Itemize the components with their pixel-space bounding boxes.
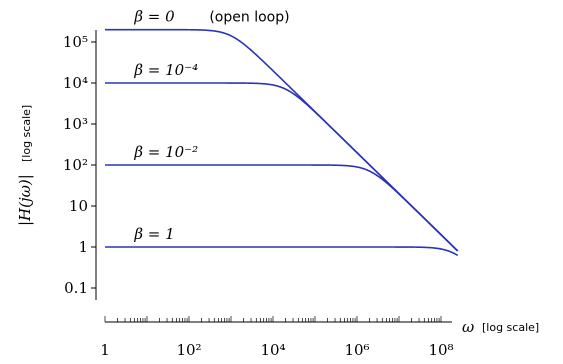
x-axis-note: [log scale] [482, 321, 539, 334]
series-label-1: β = 0 [133, 8, 175, 26]
x-tick-label: 10⁶ [344, 341, 369, 359]
y-tick-label: 10⁵ [63, 33, 88, 51]
series-line-4 [105, 246, 459, 257]
series-line-3 [105, 164, 459, 252]
series-labels: β = 0 (open loop) β = 10⁻⁴ β = 10⁻² β = 1 [133, 8, 289, 243]
x-tick-label: 10² [176, 341, 201, 359]
y-axis-title: |H(jω)| [16, 174, 34, 226]
y-tick-label: 10⁴ [63, 74, 88, 92]
y-tick-label: 10² [63, 156, 88, 174]
y-tick-label: 0.1 [64, 279, 88, 297]
series-label-3: β = 10⁻² [133, 143, 198, 161]
y-tick-label: 1 [78, 238, 88, 256]
x-tick-label: 10⁴ [260, 341, 285, 359]
series-lines [105, 28, 459, 257]
x-tick-label: 10⁸ [428, 341, 453, 359]
y-tick-label: 10³ [63, 115, 88, 133]
series-label-2: β = 10⁻⁴ [133, 61, 198, 79]
x-axis-title: ω [462, 318, 474, 336]
y-axis-note: [log scale] [20, 105, 33, 162]
tick-marks: 0.1 1 10 10² 10³ 10⁴ 10⁵ 1 10² 10⁴ 10⁶ 10⁸ [63, 33, 454, 359]
x-tick-label: 1 [100, 341, 110, 359]
series-note-1: (open loop) [209, 10, 289, 26]
series-label-4: β = 1 [133, 225, 174, 243]
y-tick-label: 10 [69, 197, 88, 215]
